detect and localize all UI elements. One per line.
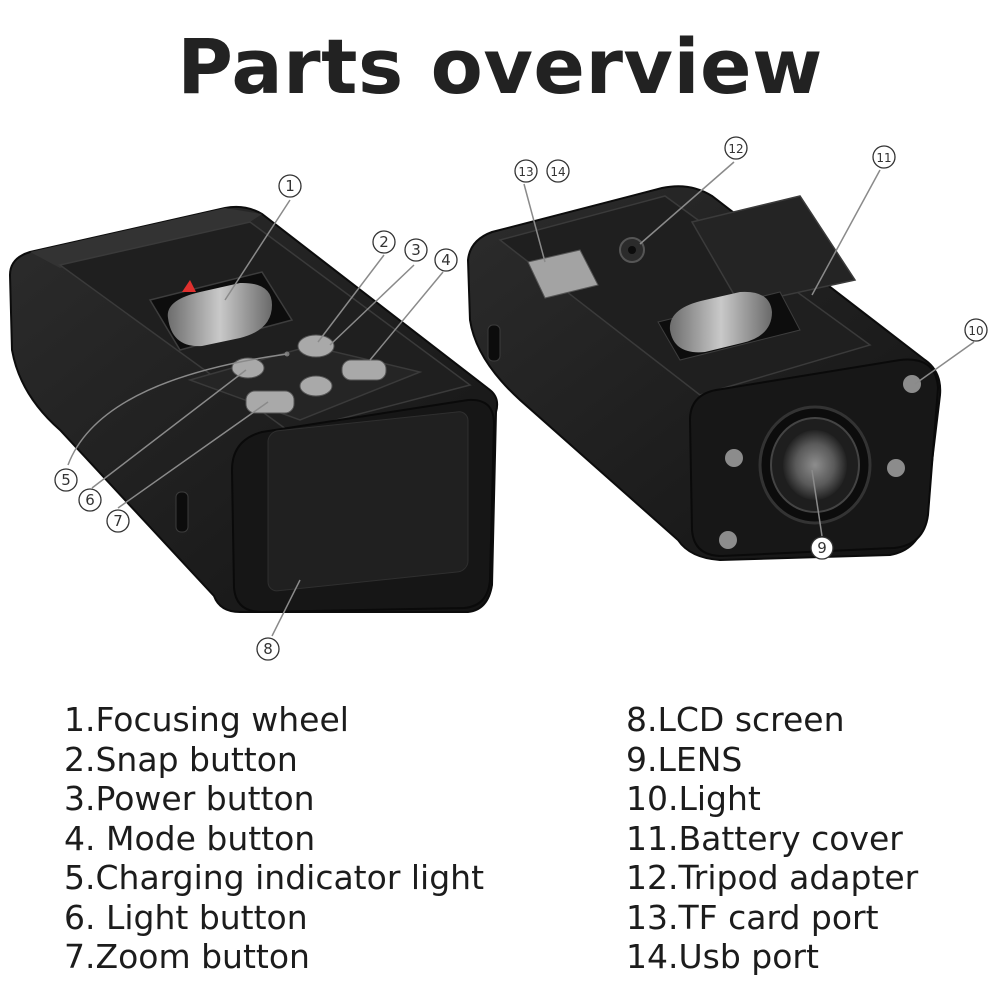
- callout-5: 5: [54, 468, 78, 492]
- callout-lines: [67, 161, 975, 637]
- svg-text:5: 5: [61, 471, 71, 489]
- legend-item: 2.Snap button: [64, 739, 298, 779]
- legend-item: 6. Light button: [64, 897, 308, 937]
- legend-item: 7.Zoom button: [64, 937, 310, 976]
- lens: [758, 405, 872, 525]
- callout-7: 7: [106, 509, 130, 533]
- legend-item: 10.Light: [626, 779, 761, 818]
- tf-card-port: [527, 249, 599, 299]
- svg-text:10: 10: [968, 324, 983, 338]
- svg-text:13: 13: [518, 165, 533, 179]
- callout-12: 12: [724, 136, 748, 160]
- svg-text:11: 11: [876, 151, 891, 165]
- legend-item: 5.Charging indicator light: [64, 858, 485, 897]
- svg-text:6: 6: [85, 491, 95, 509]
- legend-left: 1.Focusing wheel 2.Snap button 3.Power b…: [64, 700, 484, 977]
- light-button: [231, 357, 265, 379]
- callout-14: 14: [546, 159, 570, 183]
- snap-button: [297, 334, 335, 358]
- callout-markers: 1 2 3 4 5 6 7 8 9 10 11 12 13 14: [54, 136, 988, 661]
- focusing-wheel: [167, 280, 272, 347]
- mode-button: [341, 359, 387, 381]
- legend-item: 3.Power button: [64, 779, 315, 818]
- callout-2: 2: [372, 230, 396, 254]
- callout-9: 9: [810, 536, 834, 560]
- legend-right: 8.LCD screen 9.LENS 10.Light 11.Battery …: [626, 700, 918, 977]
- page-title: Parts overview: [177, 22, 823, 111]
- callout-3: 3: [404, 238, 428, 262]
- svg-text:8: 8: [263, 640, 273, 658]
- legend-item: 12.Tripod adapter: [626, 858, 919, 897]
- legend-item: 9.LENS: [626, 739, 743, 779]
- callout-10: 10: [964, 318, 988, 342]
- svg-text:4: 4: [441, 251, 451, 269]
- light-led: [725, 449, 743, 467]
- parts-diagram: 1 2 3 4 5 6 7 8 9 10 11 12 13 14: [8, 136, 988, 661]
- callout-8: 8: [256, 637, 280, 661]
- light-led: [887, 459, 905, 477]
- legend-item: 4. Mode button: [64, 818, 316, 858]
- zoom-button: [245, 390, 295, 414]
- svg-text:2: 2: [379, 233, 389, 251]
- device-back-view: [8, 205, 499, 614]
- svg-text:7: 7: [113, 512, 123, 530]
- legend-item: 14.Usb port: [626, 937, 819, 976]
- light-led: [719, 531, 737, 549]
- power-button: [299, 375, 333, 397]
- lcd-screen: [267, 411, 469, 592]
- battery-cover: [690, 195, 857, 306]
- svg-text:14: 14: [550, 165, 565, 179]
- device-front-view: [466, 185, 942, 562]
- svg-text:3: 3: [411, 241, 421, 259]
- svg-text:1: 1: [285, 177, 295, 195]
- callout-13: 13: [514, 159, 538, 183]
- callout-6: 6: [78, 488, 102, 512]
- legend-item: 11.Battery cover: [626, 818, 903, 858]
- callout-1: 1: [278, 174, 302, 198]
- callout-4: 4: [434, 248, 458, 272]
- svg-text:12: 12: [728, 142, 743, 156]
- callout-11: 11: [872, 145, 896, 169]
- legend-item: 1.Focusing wheel: [64, 700, 349, 739]
- legend-item: 13.TF card port: [626, 897, 879, 937]
- svg-text:9: 9: [817, 539, 827, 557]
- legend-item: 8.LCD screen: [626, 700, 845, 739]
- light-led: [903, 375, 921, 393]
